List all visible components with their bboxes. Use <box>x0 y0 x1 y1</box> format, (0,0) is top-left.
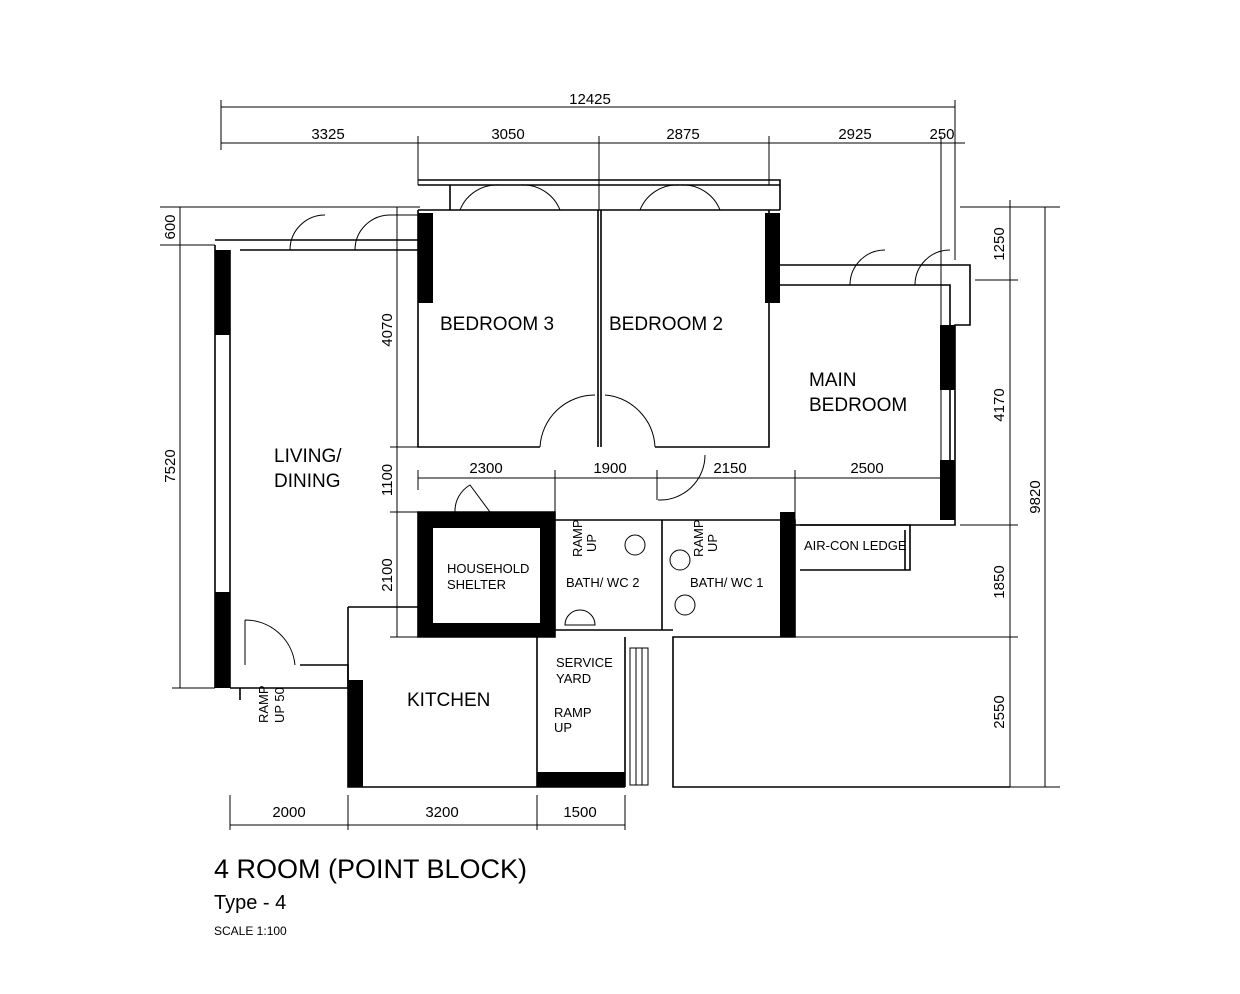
label-bedroom-2: BEDROOM 2 <box>609 314 723 335</box>
label-household-shelter: HOUSEHOLD <box>447 561 529 576</box>
wall-fills <box>215 213 955 787</box>
dim-right: 1250 <box>991 227 1008 260</box>
label-kitchen: KITCHEN <box>407 690 490 711</box>
label-ramp-up: UP <box>554 720 572 735</box>
dim-overall-depth: 9820 <box>1027 480 1044 513</box>
label-bath-wc-2: BATH/ WC 2 <box>566 575 639 590</box>
plan-title: 4 ROOM (POINT BLOCK) <box>214 854 527 884</box>
dim-middle: 2150 <box>713 460 746 477</box>
label-aircon-ledge: AIR-CON LEDGE <box>804 538 907 553</box>
label-ramp: RAMP <box>256 685 271 723</box>
dim-left: 7520 <box>162 449 179 482</box>
dim-top: 2925 <box>838 126 871 143</box>
dim-left: 600 <box>162 214 179 239</box>
dim-middle: 1900 <box>593 460 626 477</box>
dim-bottom: 2000 <box>272 804 305 821</box>
label-ramp: RAMP <box>570 519 585 557</box>
dim-right: 1850 <box>991 565 1008 598</box>
label-household-shelter: SHELTER <box>447 577 506 592</box>
dim-top: 3325 <box>311 126 344 143</box>
dim-top: 250 <box>929 126 954 143</box>
label-ramp: RAMP <box>691 519 706 557</box>
label-ramp-up-50: UP 50 <box>272 687 287 723</box>
dimension-labels: 12425 3325 3050 2875 2925 250 2300 1900 … <box>162 91 1044 821</box>
dim-left-inner: 2100 <box>379 558 396 591</box>
plan-scale: SCALE 1:100 <box>214 924 287 938</box>
dim-bottom: 1500 <box>563 804 596 821</box>
label-bedroom-3: BEDROOM 3 <box>440 314 554 335</box>
dimension-lines <box>160 100 1060 830</box>
label-ramp-up: UP <box>584 534 599 552</box>
dim-top: 2875 <box>666 126 699 143</box>
dim-middle: 2500 <box>850 460 883 477</box>
dim-right: 4170 <box>991 388 1008 421</box>
dim-bottom: 3200 <box>425 804 458 821</box>
dim-middle: 2300 <box>469 460 502 477</box>
label-living-dining: LIVING/ <box>274 446 342 467</box>
label-service-yard: YARD <box>556 671 591 686</box>
label-ramp: RAMP <box>554 705 592 720</box>
dim-overall-width: 12425 <box>569 91 611 108</box>
label-bath-wc-1: BATH/ WC 1 <box>690 575 763 590</box>
label-ramp-up: UP <box>705 534 720 552</box>
dim-left-inner: 4070 <box>379 313 396 346</box>
label-main-bedroom: MAIN <box>809 370 857 391</box>
label-main-bedroom: BEDROOM <box>809 395 907 416</box>
dim-left-inner: 1100 <box>379 464 396 496</box>
label-service-yard: SERVICE <box>556 655 613 670</box>
dim-right: 2550 <box>991 695 1008 728</box>
room-labels: BEDROOM 3 BEDROOM 2 MAIN BEDROOM LIVING/… <box>256 314 907 735</box>
dim-top: 3050 <box>491 126 524 143</box>
plan-subtitle: Type - 4 <box>214 892 286 914</box>
label-living-dining: DINING <box>274 471 341 492</box>
